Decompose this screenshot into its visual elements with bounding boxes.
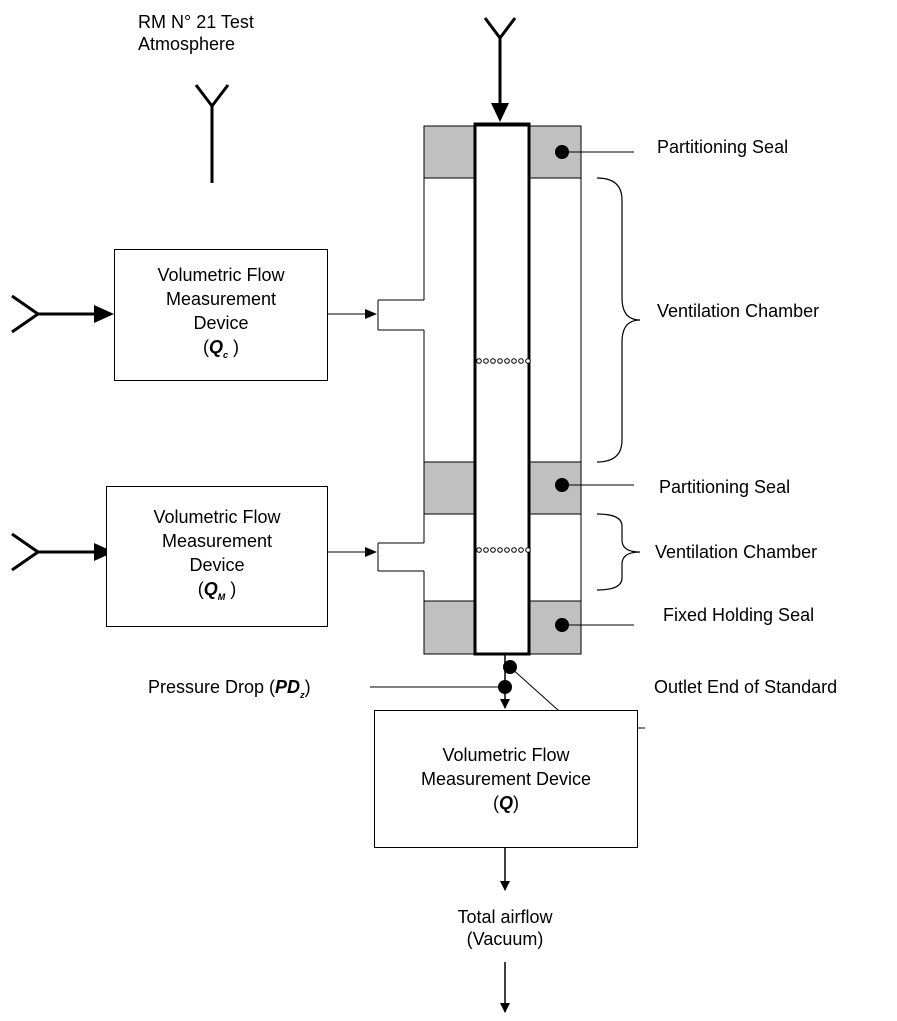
pressure-drop-symbol: PD — [275, 677, 301, 697]
device-total-q: Q — [498, 793, 513, 813]
device-c-line3: Device — [193, 313, 249, 333]
label-leaders — [370, 151, 645, 729]
device-m-line1: Volumetric Flow — [153, 506, 281, 527]
fixed-seal-dot — [555, 618, 569, 632]
pressure-drop-prefix: Pressure Drop ( — [148, 677, 276, 697]
seal-mid-dot — [555, 478, 569, 492]
device-c-sub: c — [223, 350, 229, 360]
ventilation-holes-lower — [476, 547, 531, 553]
inlet-m-arrowhead — [94, 543, 114, 561]
device-total-line1: Volumetric Flow — [442, 745, 570, 765]
inlet-c-icon — [11, 294, 96, 334]
device-m-line2: Measurement — [161, 530, 273, 551]
pressure-drop-sub: z — [300, 690, 305, 700]
brace-upper — [596, 177, 641, 463]
standard-tube — [473, 122, 531, 656]
device-m-box: Volumetric Flow Measurement Device (QM ) — [106, 486, 328, 627]
fixed-seal-label: Fixed Holding Seal — [663, 605, 815, 625]
device-c-line1: Volumetric Flow — [157, 265, 285, 285]
device-c-line2: Measurement — [165, 289, 277, 309]
outlet-label: Outlet End of Standard — [654, 677, 838, 697]
seal-top-label: Partitioning Seal — [657, 137, 789, 157]
device-m-line3: Device — [189, 554, 245, 575]
device-m-symbol: (QM ) — [197, 578, 237, 602]
pressure-drop-suffix: ) — [304, 677, 311, 697]
total-airflow-label: Total airflow (Vacuum) — [430, 906, 580, 950]
top-inlet-arrowhead — [491, 103, 509, 122]
outlet-dot — [503, 660, 517, 674]
atmosphere-label-line1: RM N° 21 Test — [138, 12, 254, 32]
top-inlet-arrow — [483, 17, 517, 105]
total-airflow-line1: Total airflow — [457, 907, 553, 927]
device-total-line2: Measurement Device — [420, 769, 592, 789]
brace-lower — [596, 513, 641, 591]
seal-mid-label: Partitioning Seal — [659, 477, 791, 497]
atmosphere-label-line2: Atmosphere — [138, 34, 236, 54]
device-c-q: Q — [208, 337, 223, 357]
device-total-symbol: (Q) — [492, 793, 519, 813]
device-c-box: Volumetric Flow Measurement Device (Qc ) — [114, 249, 328, 381]
atmosphere-inlet-icon — [194, 84, 230, 183]
inlet-m-icon — [11, 532, 96, 572]
atmosphere-label: RM N° 21 Test Atmosphere — [138, 11, 254, 55]
seal-top-dot — [555, 145, 569, 159]
chamber-bottom-label: Ventilation Chamber — [655, 542, 818, 562]
inlet-c-arrowhead — [94, 305, 114, 323]
pressure-drop-label: Pressure Drop (PDz) — [148, 676, 311, 706]
device-m-sub: M — [217, 591, 226, 602]
device-c-symbol: (Qc ) — [202, 337, 240, 360]
total-airflow-line2: (Vacuum) — [466, 929, 544, 949]
device-m-q: Q — [203, 578, 218, 599]
fixed-holding-seal — [423, 600, 582, 655]
device-total-box: Volumetric Flow Measurement Device (Q) — [374, 710, 638, 848]
chamber-housing — [377, 125, 582, 655]
ventilation-holes-upper — [476, 358, 531, 364]
chamber-top-label: Ventilation Chamber — [657, 301, 820, 321]
partitioning-seal-middle — [423, 461, 582, 515]
